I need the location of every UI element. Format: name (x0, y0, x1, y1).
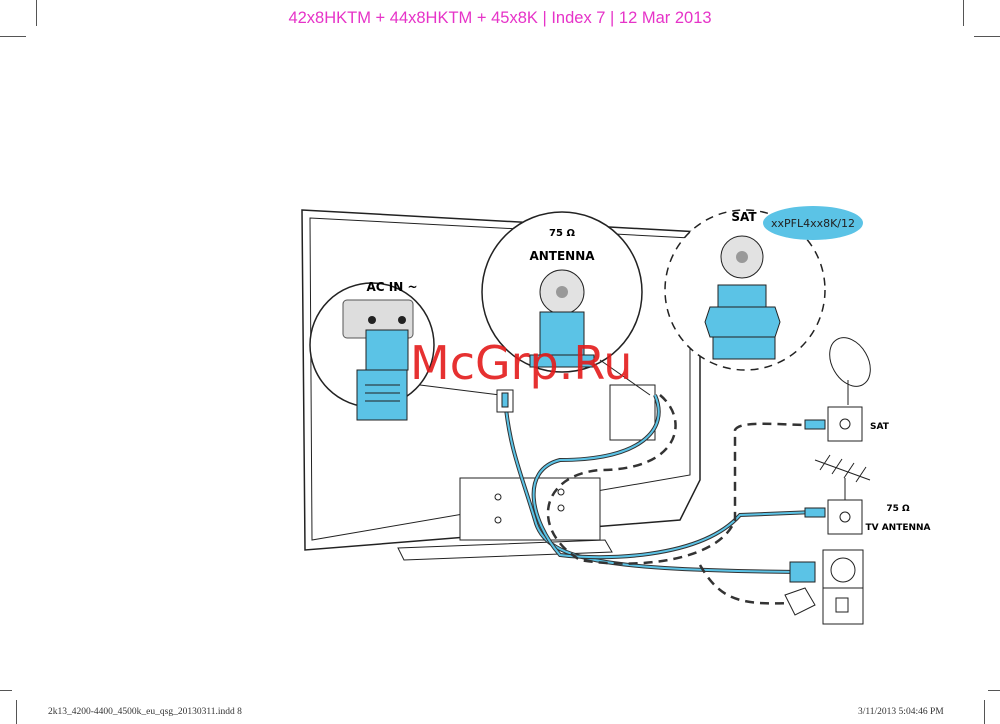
sat-label: SAT (731, 210, 757, 224)
antenna-label: ANTENNA (529, 249, 595, 263)
crop-mark (0, 690, 12, 691)
connector-panel (609, 384, 656, 441)
wall-socket-sat (827, 406, 863, 442)
ohm-label: 75 Ω (549, 228, 575, 239)
footer-timestamp: 3/11/2013 5:04:46 PM (858, 707, 944, 717)
page-header: 42x8HKTM + 44x8HKTM + 45x8K | Index 7 | … (288, 9, 712, 27)
power-socket-uk (822, 587, 864, 625)
crop-mark (16, 700, 17, 724)
crop-mark (36, 0, 37, 26)
wall-tv-antenna-label: TV ANTENNA (865, 523, 930, 533)
antenna-plug (539, 311, 585, 357)
model-badge (763, 206, 863, 240)
power-plug-uk (784, 587, 816, 616)
watermark: McGrp.Ru (410, 336, 633, 390)
crop-mark (974, 36, 1000, 37)
model-badge-text: xxPFL4xx8K/12 (771, 217, 855, 230)
stand-base (397, 539, 613, 561)
footer-filename: 2k13_4200-4400_4500k_eu_qsg_20130311.ind… (48, 707, 242, 717)
power-plug-eu (789, 561, 816, 583)
tv-aerial (814, 454, 871, 483)
crop-mark (984, 700, 985, 724)
satellite-dish (829, 337, 871, 387)
wall-sat-label: SAT (870, 422, 890, 432)
wall-ohm-label: 75 Ω (886, 504, 910, 514)
power-socket-eu (822, 549, 864, 591)
crop-mark (0, 36, 26, 37)
crop-mark (988, 690, 1000, 691)
crop-mark (963, 0, 964, 26)
ac-in-label: AC IN ~ (366, 280, 417, 294)
wall-socket-antenna (827, 499, 863, 535)
ac-plug (365, 329, 409, 371)
